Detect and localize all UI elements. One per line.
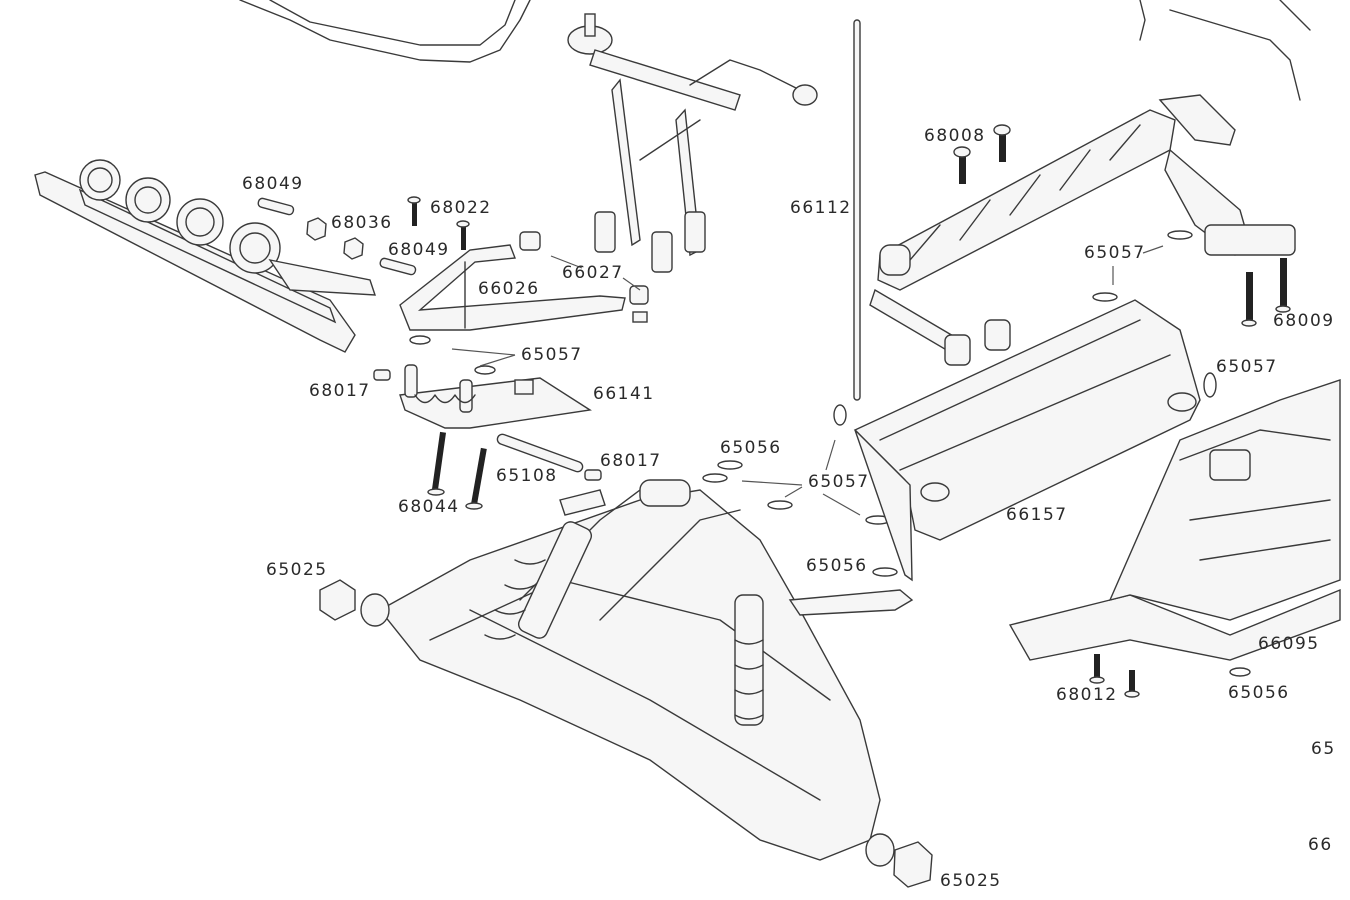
part-label: 65056: [806, 556, 868, 576]
front-bumper: [34, 159, 376, 353]
part-label: 66112: [790, 198, 852, 218]
part-label: 65025: [940, 871, 1002, 891]
part-label: 68044: [398, 497, 460, 517]
body-shell-fragment: [239, 0, 531, 63]
part-label: 66: [1308, 835, 1333, 855]
clips: [409, 230, 1251, 677]
part-label: 68049: [242, 174, 304, 194]
part-label: 68012: [1056, 685, 1118, 705]
part-label: 68017: [600, 451, 662, 471]
shock-tower: [567, 13, 818, 273]
part-label: 66027: [562, 263, 624, 283]
upper-a-arm: [399, 231, 649, 331]
part-label: 66157: [1006, 505, 1068, 525]
chassis-brace: [869, 0, 1311, 366]
part-label: 68008: [924, 126, 986, 146]
hardware-bumper: [257, 196, 470, 276]
bumper-mount: [373, 364, 602, 510]
antenna-tube: [853, 19, 861, 401]
part-label: 65057: [1084, 243, 1146, 263]
leader-lines: [451, 245, 1164, 516]
part-label: 66095: [1258, 634, 1320, 654]
part-label: 65025: [266, 560, 328, 580]
chassis-plate: [1008, 379, 1341, 698]
part-label: 66141: [593, 384, 655, 404]
skid-guard: [853, 299, 1201, 582]
part-label: 65057: [1216, 357, 1278, 377]
part-label: 65057: [808, 472, 870, 492]
part-label: 68022: [430, 198, 492, 218]
part-label: 66026: [478, 279, 540, 299]
front-suspension-assembly: [319, 479, 933, 888]
part-label: 65: [1311, 739, 1336, 759]
part-label: 68009: [1273, 311, 1335, 331]
part-label: 68017: [309, 381, 371, 401]
part-label: 65057: [521, 345, 583, 365]
part-label: 65056: [720, 438, 782, 458]
part-label: 68036: [331, 213, 393, 233]
part-label: 65108: [496, 466, 558, 486]
part-label: 65056: [1228, 683, 1290, 703]
part-label: 68049: [388, 240, 450, 260]
